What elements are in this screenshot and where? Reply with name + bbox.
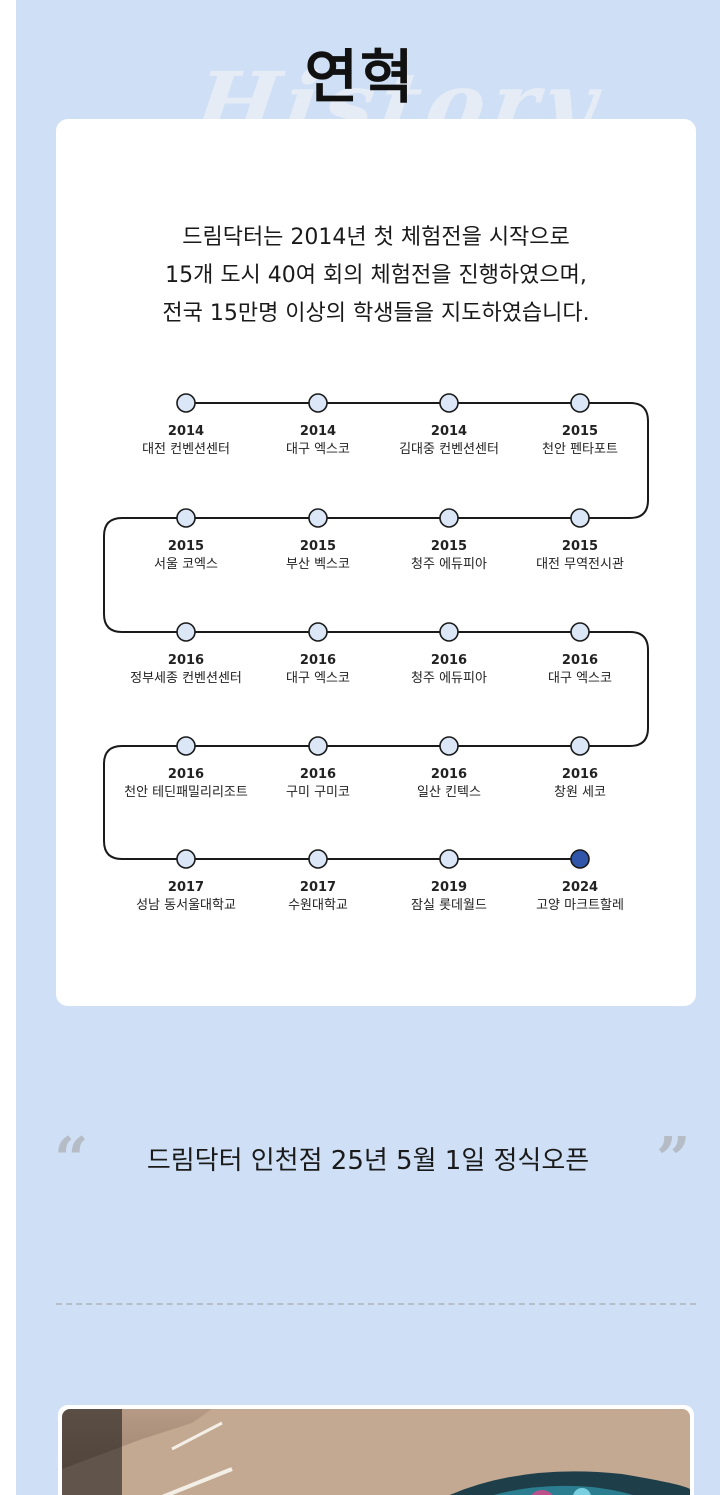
notice-banner: “ 드림닥터 인천점 25년 5월 1일 정식오픈 ” — [16, 1130, 720, 1190]
timeline-place: 대전 무역전시관 — [510, 556, 650, 574]
timeline-node — [440, 623, 458, 641]
timeline-year: 2015 — [248, 538, 388, 556]
timeline-place: 김대중 컨벤션센터 — [379, 441, 519, 459]
timeline-node — [177, 737, 195, 755]
timeline-node — [309, 850, 327, 868]
timeline-place: 잠실 롯데월드 — [379, 897, 519, 915]
timeline-node — [309, 394, 327, 412]
timeline-year: 2019 — [379, 879, 519, 897]
notice-text: 드림닥터 인천점 25년 5월 1일 정식오픈 — [16, 1140, 720, 1177]
timeline-place: 대전 컨벤션센터 — [116, 441, 256, 459]
timeline-year: 2024 — [510, 879, 650, 897]
timeline-year: 2017 — [248, 879, 388, 897]
timeline-place: 천안 테딘패밀리리조트 — [116, 784, 256, 802]
timeline-year: 2016 — [379, 766, 519, 784]
timeline-year: 2015 — [510, 538, 650, 556]
timeline-year: 2015 — [510, 423, 650, 441]
timeline-year: 2015 — [379, 538, 519, 556]
timeline-node — [571, 850, 589, 868]
timeline-node — [571, 509, 589, 527]
timeline-year: 2015 — [116, 538, 256, 556]
timeline-year: 2016 — [116, 766, 256, 784]
timeline-year: 2014 — [116, 423, 256, 441]
timeline-year: 2014 — [248, 423, 388, 441]
timeline-year: 2017 — [116, 879, 256, 897]
timeline-node — [309, 737, 327, 755]
timeline-place: 구미 구미코 — [248, 784, 388, 802]
timeline-node — [571, 737, 589, 755]
timeline-node — [440, 509, 458, 527]
timeline-place: 성남 동서울대학교 — [116, 897, 256, 915]
timeline-place: 청주 에듀피아 — [379, 670, 519, 688]
timeline-place: 일산 킨텍스 — [379, 784, 519, 802]
timeline-year: 2016 — [116, 652, 256, 670]
timeline-place: 청주 에듀피아 — [379, 556, 519, 574]
close-quote-icon: ” — [656, 1130, 691, 1190]
photo-image — [62, 1409, 690, 1495]
timeline-place: 서울 코엑스 — [116, 556, 256, 574]
timeline-node — [177, 623, 195, 641]
timeline-node — [309, 509, 327, 527]
timeline-year: 2016 — [248, 766, 388, 784]
timeline-place: 부산 벡스코 — [248, 556, 388, 574]
timeline-node — [309, 623, 327, 641]
timeline-year: 2016 — [510, 652, 650, 670]
timeline-node — [571, 623, 589, 641]
timeline-year: 2016 — [510, 766, 650, 784]
timeline-node — [571, 394, 589, 412]
timeline-year: 2014 — [379, 423, 519, 441]
timeline-node — [440, 737, 458, 755]
timeline-place: 천안 펜타포트 — [510, 441, 650, 459]
timeline-place: 대구 엑스코 — [248, 670, 388, 688]
timeline-place: 수원대학교 — [248, 897, 388, 915]
timeline-year: 2016 — [248, 652, 388, 670]
timeline-year: 2016 — [379, 652, 519, 670]
history-card: 드림닥터는 2014년 첫 체험전을 시작으로 15개 도시 40여 회의 체험… — [56, 119, 696, 1006]
timeline-node — [177, 509, 195, 527]
timeline-place: 고양 마크트할레 — [510, 897, 650, 915]
section-divider — [56, 1303, 696, 1305]
timeline-node — [440, 394, 458, 412]
timeline-place: 대구 엑스코 — [248, 441, 388, 459]
timeline-node — [177, 850, 195, 868]
content-layer: 드림닥터는 2014년 첫 체험전을 시작으로 15개 도시 40여 회의 체험… — [16, 0, 720, 1495]
timeline-place: 대구 엑스코 — [510, 670, 650, 688]
timeline-place: 정부세종 컨벤션센터 — [116, 670, 256, 688]
timeline-node — [177, 394, 195, 412]
timeline-node — [440, 850, 458, 868]
timeline-place: 창원 세코 — [510, 784, 650, 802]
store-photo — [58, 1405, 694, 1495]
